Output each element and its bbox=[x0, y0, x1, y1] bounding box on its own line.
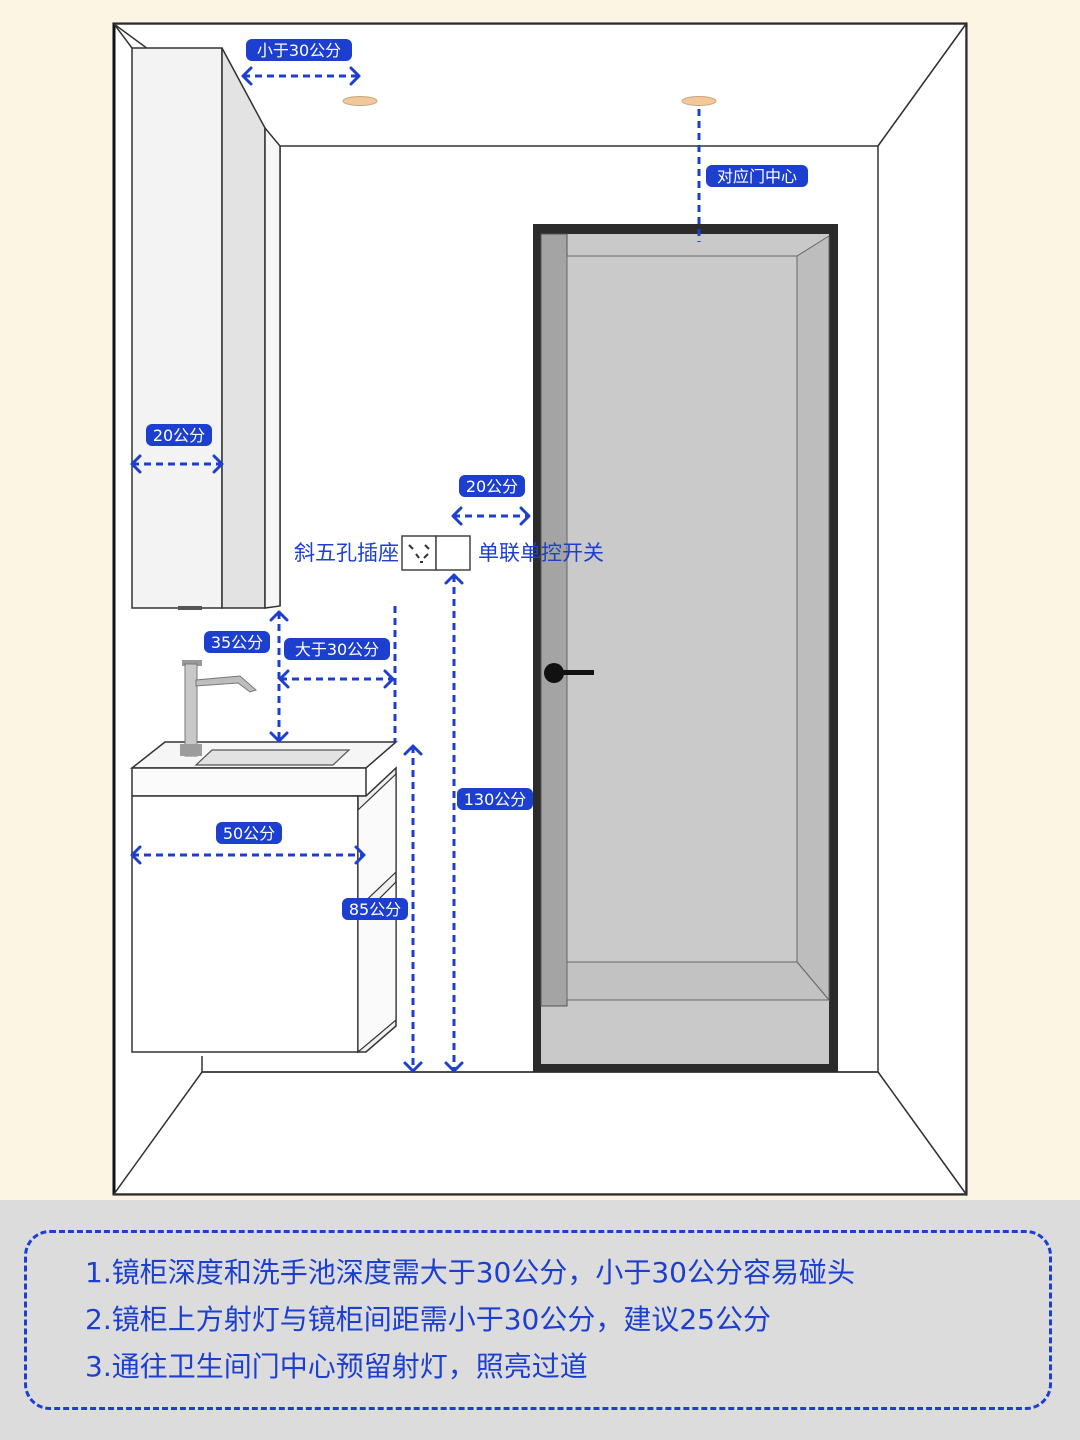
label-light-gap-text: 小于30公分 bbox=[257, 41, 341, 60]
socket-label: 斜五孔插座 bbox=[294, 541, 399, 565]
label-basin-depth: 50公分 bbox=[216, 822, 282, 844]
label-light-gap: 小于30公分 bbox=[246, 39, 352, 61]
dimension-lines bbox=[130, 66, 701, 1073]
socket-icon bbox=[401, 535, 437, 571]
spotlight-cabinet-icon bbox=[342, 96, 378, 106]
label-cabinet-depth-text: 20公分 bbox=[153, 426, 205, 445]
label-switch-gap: 20公分 bbox=[459, 475, 525, 497]
notes-box: 1.镜柜深度和洗手池深度需大于30公分，小于30公分容易碰头 2.镜柜上方射灯与… bbox=[24, 1230, 1052, 1410]
faucet-icon bbox=[180, 660, 257, 757]
note-2: 2.镜柜上方射灯与镜柜间距需小于30公分，建议25公分 bbox=[85, 1303, 771, 1336]
label-basin-clearance-text: 大于30公分 bbox=[295, 640, 379, 659]
right-wall bbox=[877, 21, 967, 1197]
switch-label: 单联单控开关 bbox=[478, 541, 604, 565]
label-vanity-height: 85公分 bbox=[342, 898, 408, 920]
note-3: 3.通往卫生间门中心预留射灯，照亮过道 bbox=[85, 1350, 588, 1383]
label-door-center: 对应门中心 bbox=[706, 165, 808, 187]
notes-panel: 1.镜柜深度和洗手池深度需大于30公分，小于30公分容易碰头 2.镜柜上方射灯与… bbox=[0, 1200, 1080, 1440]
switch-icon bbox=[435, 535, 471, 571]
label-switch-gap-text: 20公分 bbox=[466, 477, 518, 496]
label-basin-depth-text: 50公分 bbox=[223, 824, 275, 843]
socket-switch-panel bbox=[401, 535, 471, 571]
label-vanity-height-text: 85公分 bbox=[349, 900, 401, 919]
bathroom-diagram: 小于30公分 对应门中心 20公分 20公分 35公分 大于30公分 130公分… bbox=[111, 21, 968, 1197]
label-socket-height-text: 130公分 bbox=[464, 790, 527, 809]
label-door-center-text: 对应门中心 bbox=[717, 167, 797, 186]
label-cabinet-to-basin: 35公分 bbox=[204, 631, 270, 653]
label-cabinet-depth: 20公分 bbox=[146, 424, 212, 446]
floor bbox=[112, 1071, 968, 1195]
label-cabinet-to-basin-text: 35公分 bbox=[211, 633, 263, 652]
note-1: 1.镜柜深度和洗手池深度需大于30公分，小于30公分容易碰头 bbox=[85, 1256, 855, 1289]
mirror-cabinet bbox=[131, 47, 281, 610]
basin bbox=[194, 749, 351, 766]
label-basin-clearance: 大于30公分 bbox=[284, 638, 390, 660]
label-socket-height: 130公分 bbox=[457, 788, 533, 810]
door bbox=[533, 224, 838, 1072]
spotlight-door-icon bbox=[681, 96, 717, 106]
